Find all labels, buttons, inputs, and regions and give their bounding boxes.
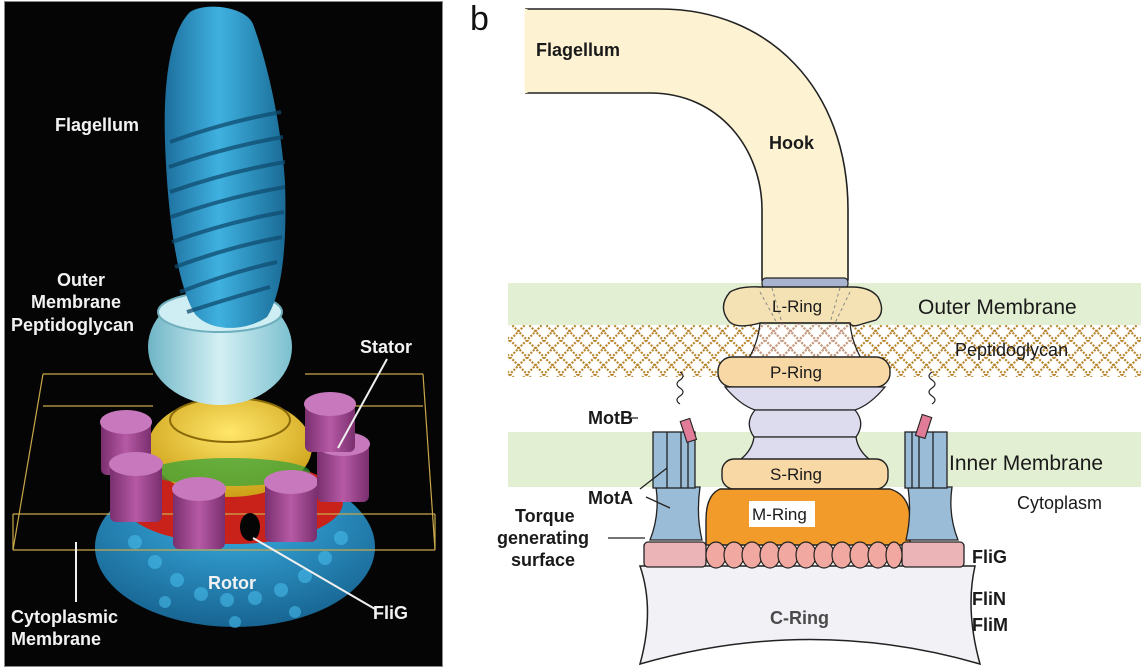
motb-right: [914, 413, 933, 440]
label-outer-membrane: Outer Membrane: [918, 296, 1077, 319]
rod-segment-1: [723, 386, 887, 411]
label-flig: FliG: [373, 603, 408, 623]
l-ring-channel-lines: [759, 287, 851, 324]
label-p-ring: P-Ring: [770, 363, 822, 382]
rod-segment-2: [748, 409, 862, 438]
stator-units: [100, 392, 370, 549]
label-rotor: Rotor: [208, 573, 256, 593]
label-membrane: Membrane: [31, 292, 121, 312]
flagellum-hook-shape: [525, 8, 849, 281]
label-flig: FliG: [972, 547, 1007, 567]
stator-unit: [109, 452, 163, 522]
stator-left: [649, 371, 703, 541]
label-torque-2: generating: [497, 528, 589, 548]
m-ring-label-bg: [749, 501, 815, 527]
label-m-ring: M-Ring: [752, 505, 807, 524]
label-cytoplasm: Cytoplasm: [1017, 493, 1102, 513]
label-peptidoglycan: Peptidoglycan: [11, 315, 134, 335]
label-motb: MotB: [588, 408, 633, 428]
panel-a-leader-lines: [75, 358, 388, 610]
l-ring: [722, 286, 883, 327]
c-ring: [638, 565, 982, 666]
rotor-texture: [128, 531, 348, 628]
panel-a-cryo-em-image: Flagellum Outer Membrane Peptidoglycan S…: [4, 1, 443, 667]
mota-right-upper: [904, 431, 948, 489]
label-l-ring: L-Ring: [772, 297, 822, 316]
stator-unit: [264, 470, 318, 542]
mota-right-lower: [905, 486, 959, 541]
stator-unit: [172, 477, 226, 549]
flagellum-shape: [164, 6, 286, 328]
label-mota: MotA: [588, 488, 633, 508]
label-outer: Outer: [57, 270, 105, 290]
label-cytoplasmic: Cytoplasmic: [11, 607, 118, 627]
label-peptidoglycan: Peptidoglycan: [955, 340, 1068, 360]
label-flagellum: Flagellum: [55, 115, 139, 135]
panel-b-schematic: b: [460, 0, 1141, 668]
label-flim: FliM: [972, 615, 1008, 635]
label-stator: Stator: [360, 337, 412, 357]
flig-bar-right: [901, 541, 965, 568]
panel-b-leader-lines: [608, 417, 671, 539]
panel-b-svg: b: [470, 0, 1141, 666]
label-flin: FliN: [972, 589, 1006, 609]
label-torque-1: Torque: [515, 506, 575, 526]
rotor-center-hole: [240, 513, 260, 541]
label-s-ring: S-Ring: [770, 465, 822, 484]
mota-left-lower: [649, 486, 703, 541]
label-inner-membrane: Inner Membrane: [949, 452, 1103, 475]
motb-left-tether: [676, 371, 684, 405]
motb-right-tether: [928, 371, 936, 405]
label-c-ring: C-Ring: [770, 608, 829, 628]
label-cytoplasmic-membrane: Membrane: [11, 629, 101, 649]
label-torque-3: surface: [511, 550, 575, 570]
stator-right: [904, 371, 959, 541]
flagellum-helix-grooves: [168, 110, 286, 314]
stator-unit: [304, 392, 356, 452]
label-hook: Hook: [769, 133, 815, 153]
panel-a-svg: Flagellum Outer Membrane Peptidoglycan S…: [11, 6, 436, 649]
label-flagellum: Flagellum: [536, 40, 620, 60]
flig-bar-left: [643, 541, 707, 568]
panel-letter-b: b: [470, 0, 489, 38]
rod-segment-3: [734, 436, 876, 463]
flig-subunits: [705, 541, 903, 569]
motb-left: [679, 417, 698, 444]
